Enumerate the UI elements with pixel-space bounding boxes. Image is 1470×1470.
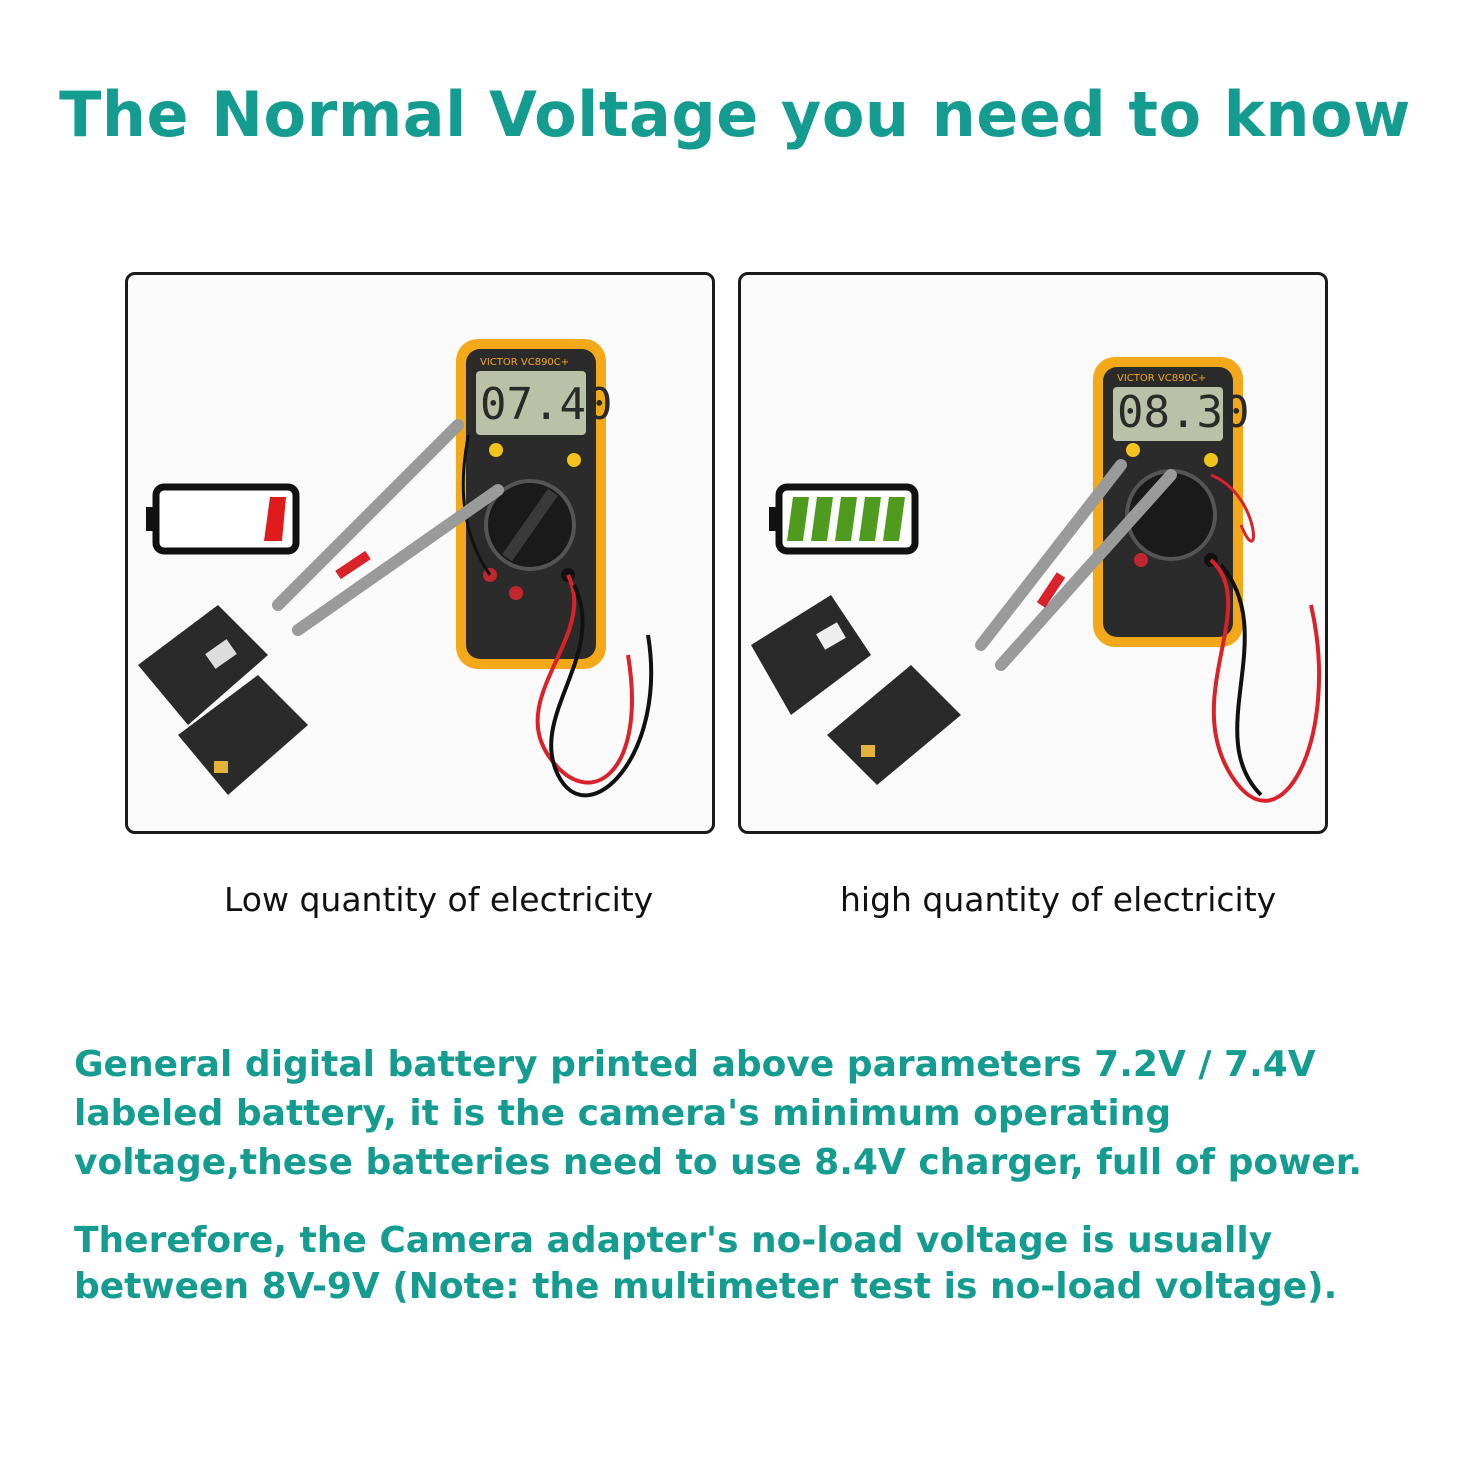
adapter-voltage-note: Therefore, the Camera adapter's no-load … (74, 1220, 1338, 1307)
battery-high-icon (769, 483, 919, 555)
low-charge-caption: Low quantity of electricity (224, 880, 654, 919)
multimeter: VICTOR VC890C+ 08.30 (1093, 357, 1249, 647)
low-charge-photo-panel: VICTOR VC890C+ 07.40 (125, 272, 715, 834)
camera-batteries (751, 595, 961, 785)
page-title: The Normal Voltage you need to know (59, 78, 1411, 151)
multimeter: VICTOR VC890C+ 07.40 (456, 339, 612, 669)
meter-reading: 08.30 (1117, 387, 1249, 438)
meter-brand: VICTOR VC890C+ (1117, 373, 1206, 384)
battery-voltage-explanation: General digital battery printed above pa… (74, 1044, 1363, 1183)
multimeter-photo-high: VICTOR VC890C+ 08.30 (751, 357, 1321, 803)
high-charge-photo-panel: VICTOR VC890C+ 08.30 (738, 272, 1328, 834)
camera-batteries (138, 605, 308, 795)
battery-high-fill (787, 497, 905, 541)
meter-brand: VICTOR VC890C+ (480, 357, 569, 368)
battery-low-fill (264, 497, 286, 541)
battery-low-icon (146, 483, 300, 555)
high-charge-caption: high quantity of electricity (840, 880, 1277, 919)
meter-reading: 07.40 (480, 379, 612, 430)
multimeter-photo-low: VICTOR VC890C+ 07.40 (138, 339, 654, 798)
